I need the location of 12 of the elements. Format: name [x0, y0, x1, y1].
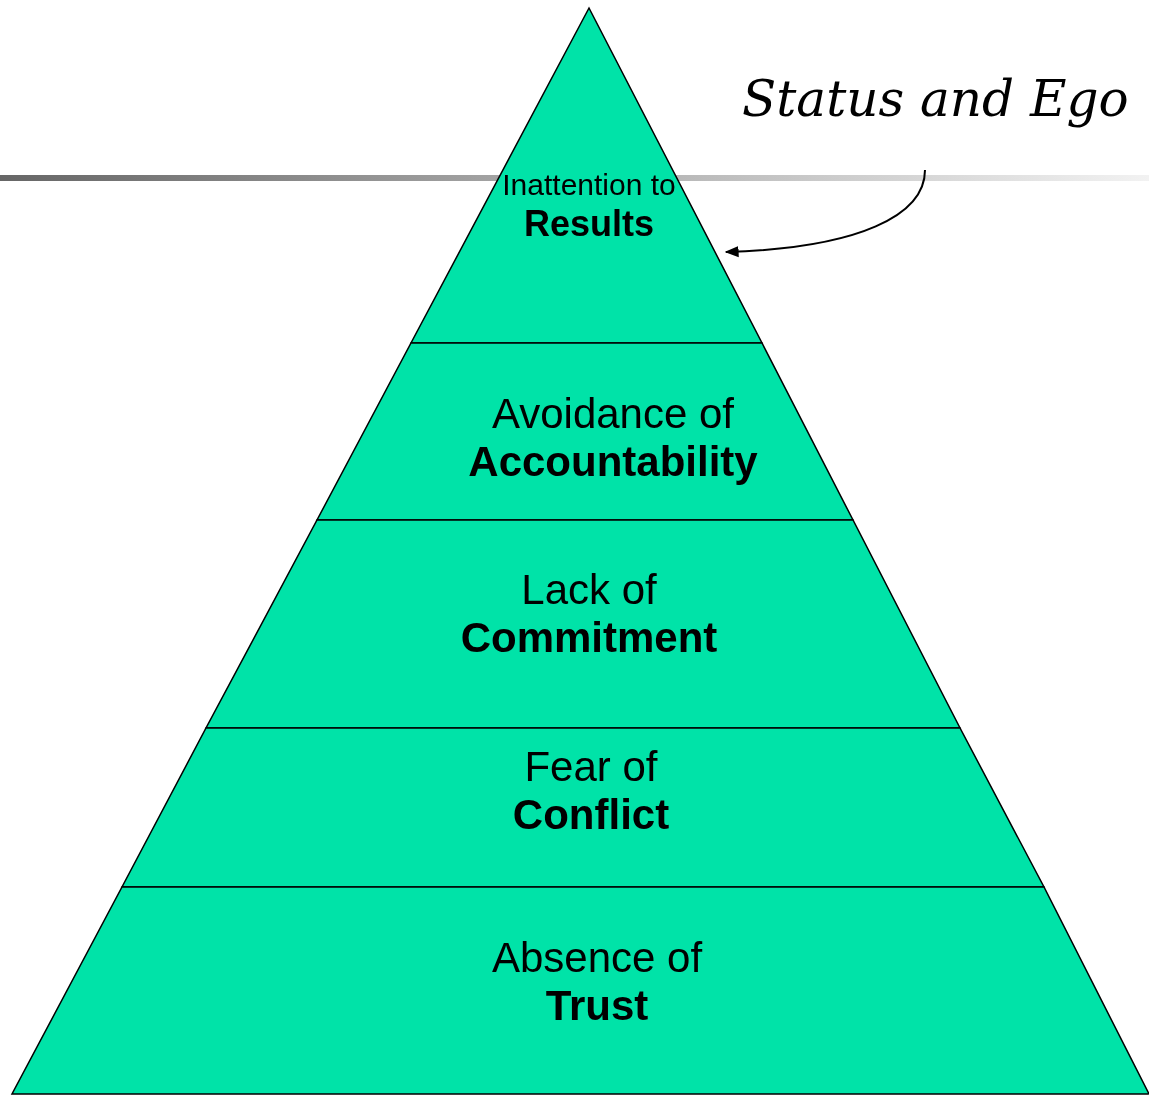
layer-title: Conflict: [512, 791, 670, 840]
annotation-text: Status and Ego: [742, 70, 1129, 128]
layer-label: Lack of: [521, 566, 657, 615]
layer-title: Results: [523, 202, 654, 244]
layer-label: Avoidance of: [491, 390, 735, 439]
layer-label: Inattention to: [502, 168, 676, 203]
layer-title: Commitment: [460, 614, 718, 663]
layer-title: Accountability: [468, 438, 758, 487]
curved-arrow: [724, 169, 926, 257]
layer-label: Fear of: [524, 743, 658, 792]
layer-label: Absence of: [491, 934, 703, 983]
layer-title: Trust: [545, 982, 649, 1031]
